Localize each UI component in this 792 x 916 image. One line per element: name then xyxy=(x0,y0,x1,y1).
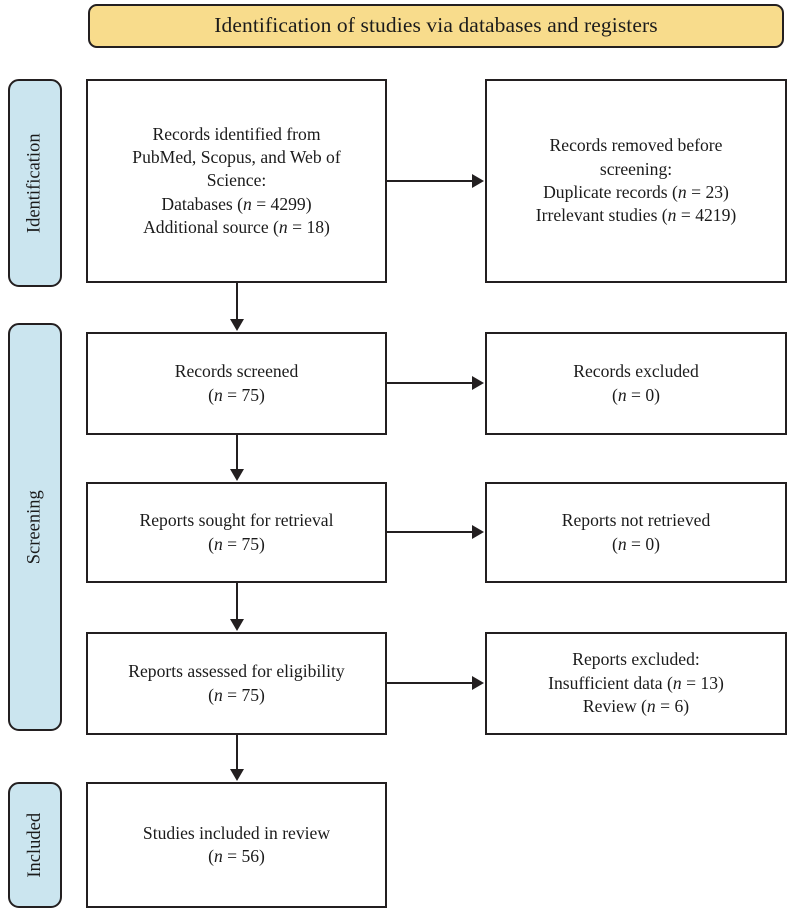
box-reports-excluded: Reports excluded:Insufficient data (n = … xyxy=(485,632,787,735)
connector-identified-to-screened xyxy=(236,283,239,321)
arrowhead-down-icon xyxy=(230,619,244,631)
connector-screened-to-sought xyxy=(236,435,239,471)
box-reports-not-retrieved-text: Reports not retrieved(n = 0) xyxy=(561,510,711,554)
box-reports-assessed-text: Reports assessed for eligibility(n = 75) xyxy=(128,661,345,705)
box-reports-sought: Reports sought for retrieval(n = 75) xyxy=(86,482,387,583)
stage-tab-identification-label: Identification xyxy=(24,133,45,233)
box-records-screened: Records screened(n = 75) xyxy=(86,332,387,435)
connector-assessed-to-included xyxy=(236,735,239,771)
stage-tab-identification: Identification xyxy=(8,79,62,287)
arrowhead-right-icon xyxy=(472,676,484,690)
connector-screened-to-excluded xyxy=(387,382,473,385)
arrowhead-right-icon xyxy=(472,525,484,539)
arrowhead-right-icon xyxy=(472,174,484,188)
stage-tab-included: Included xyxy=(8,782,62,908)
box-reports-not-retrieved: Reports not retrieved(n = 0) xyxy=(485,482,787,583)
box-reports-sought-text: Reports sought for retrieval(n = 75) xyxy=(139,510,334,554)
connector-sought-to-notretrieved xyxy=(387,531,473,534)
stage-tab-screening: Screening xyxy=(8,323,62,731)
connector-sought-to-assessed xyxy=(236,583,239,621)
arrowhead-right-icon xyxy=(472,376,484,390)
arrowhead-down-icon xyxy=(230,319,244,331)
box-records-excluded: Records excluded(n = 0) xyxy=(485,332,787,435)
diagram-title-text: Identification of studies via databases … xyxy=(214,13,658,38)
box-studies-included: Studies included in review(n = 56) xyxy=(86,782,387,908)
stage-tab-screening-label: Screening xyxy=(24,490,45,564)
diagram-title-banner: Identification of studies via databases … xyxy=(88,4,784,48)
connector-assessed-to-repexcluded xyxy=(387,682,473,685)
box-records-excluded-text: Records excluded(n = 0) xyxy=(573,361,699,405)
arrowhead-down-icon xyxy=(230,469,244,481)
box-studies-included-text: Studies included in review(n = 56) xyxy=(142,822,331,866)
box-reports-assessed: Reports assessed for eligibility(n = 75) xyxy=(86,632,387,735)
box-records-screened-text: Records screened(n = 75) xyxy=(174,361,299,405)
connector-identified-to-removed xyxy=(387,180,473,183)
stage-tab-included-label: Included xyxy=(24,812,45,878)
arrowhead-down-icon xyxy=(230,769,244,781)
box-reports-excluded-text: Reports excluded:Insufficient data (n = … xyxy=(548,649,724,717)
